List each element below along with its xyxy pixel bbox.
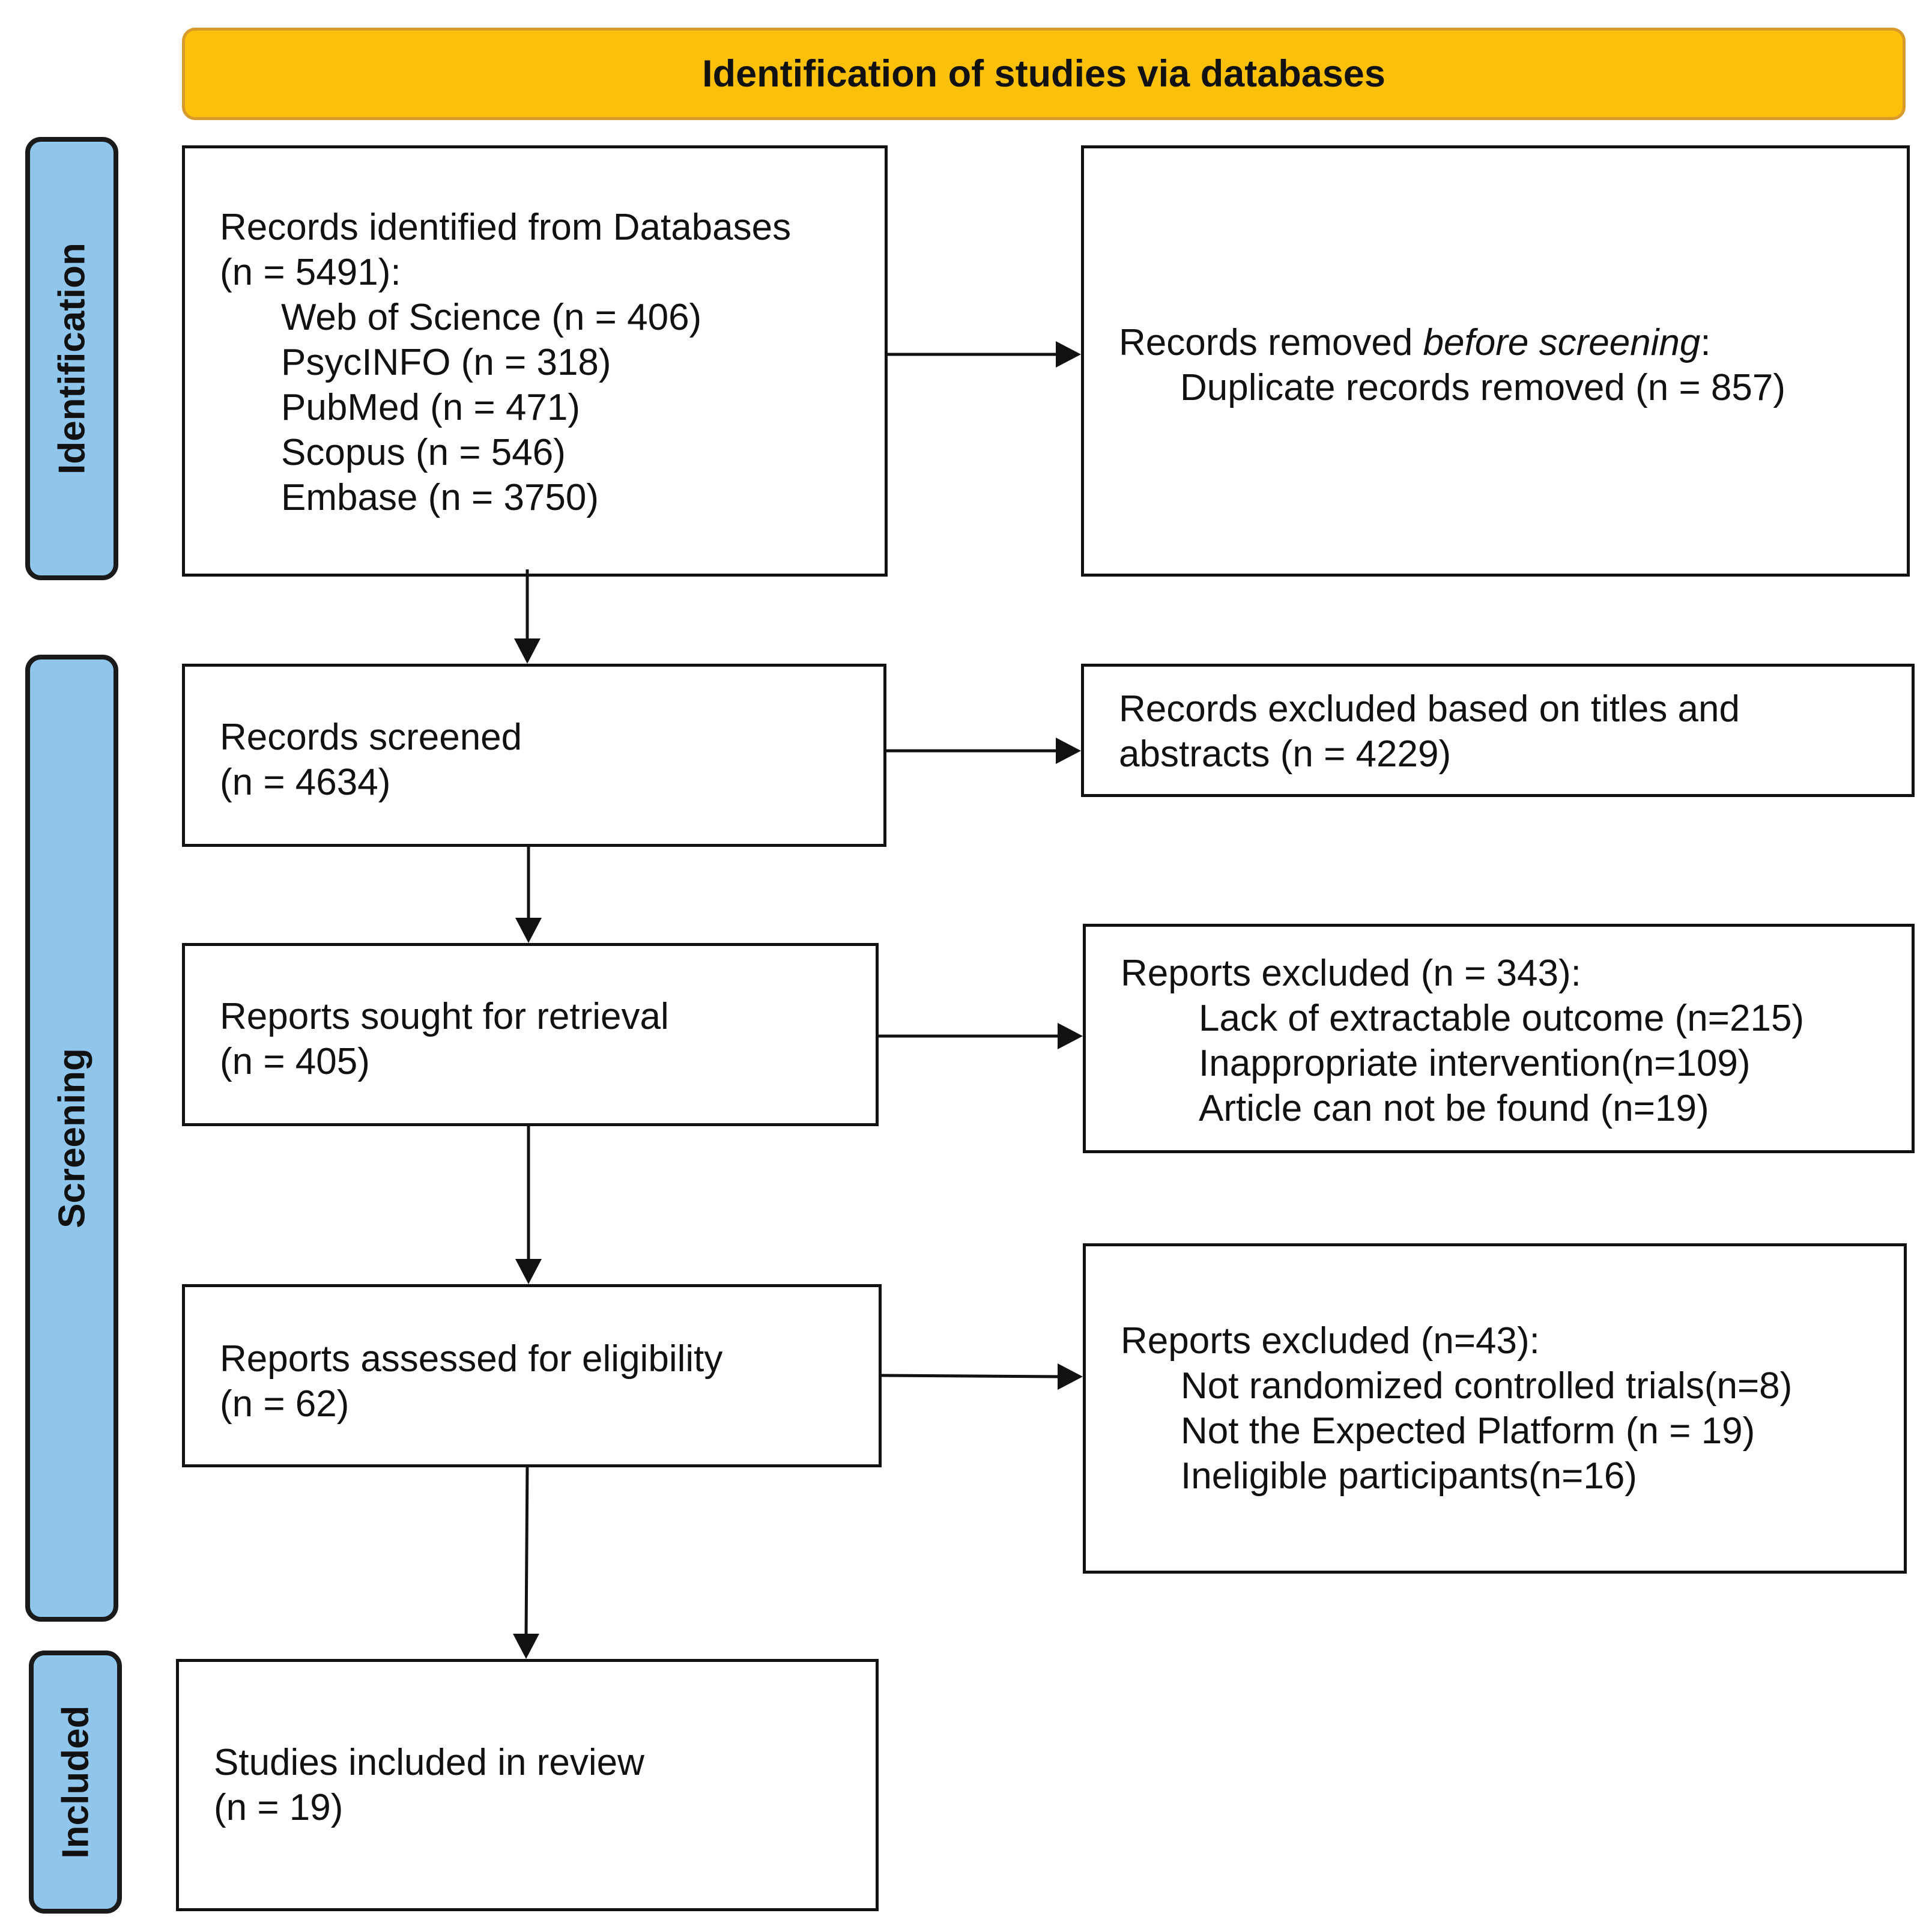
duplicate-records-removed: Duplicate records removed (n = 857): [1180, 367, 1785, 408]
records-removed-suffix: :: [1700, 322, 1711, 363]
source-scopus: Scopus (n = 546): [281, 432, 566, 473]
source-web-of-science: Web of Science (n = 406): [281, 297, 702, 338]
records-removed-emphasis: before screening: [1423, 322, 1701, 363]
studies-included-box: Studies included in review (n = 19): [176, 1659, 879, 1911]
records-screened-title: Records screened: [220, 717, 522, 758]
records-removed-box: Records removed before screening: Duplic…: [1081, 145, 1910, 577]
source-embase: Embase (n = 3750): [281, 477, 599, 518]
reports-assessed-title: Reports assessed for eligibility: [220, 1338, 723, 1380]
records-identified-count: (n = 5491):: [220, 252, 401, 293]
reports-excluded-eligibility-box: Reports excluded (n=43): Not randomized …: [1083, 1243, 1907, 1574]
reason-inappropriate-intervention: Inappropriate intervention(n=109): [1199, 1043, 1751, 1084]
reports-sought-box: Reports sought for retrieval (n = 405): [182, 943, 879, 1126]
records-screened-box: Records screened (n = 4634): [182, 664, 886, 847]
reports-excluded-header: Reports excluded (n = 343):: [1121, 953, 1581, 994]
records-screened-count: (n = 4634): [220, 762, 391, 803]
phase-identification: Identification: [25, 137, 118, 580]
reports-assessed-box: Reports assessed for eligibility (n = 62…: [182, 1284, 882, 1467]
reason-ineligible-participants: Ineligible participants(n=16): [1181, 1455, 1637, 1497]
banner-title: Identification of studies via databases: [702, 53, 1385, 95]
records-removed-title: Records removed before screening:: [1119, 320, 1907, 365]
phase-screening: Screening: [25, 655, 118, 1622]
reason-lack-of-extractable-outcome: Lack of extractable outcome (n=215): [1199, 998, 1805, 1039]
reason-article-not-found: Article can not be found (n=19): [1199, 1088, 1709, 1129]
records-excluded-title-line2: abstracts (n = 4229): [1119, 733, 1452, 775]
reason-not-rct: Not randomized controlled trials(n=8): [1181, 1365, 1793, 1407]
reports-sought-title: Reports sought for retrieval: [220, 996, 669, 1037]
phase-included: Included: [29, 1651, 122, 1914]
records-identified-title: Records identified from Databases: [220, 207, 792, 248]
reason-not-expected-platform: Not the Expected Platform (n = 19): [1181, 1410, 1755, 1452]
reports-assessed-count: (n = 62): [220, 1383, 350, 1425]
studies-included-count: (n = 19): [214, 1787, 344, 1828]
records-excluded-titles-box: Records excluded based on titles and abs…: [1081, 664, 1915, 797]
source-pubmed: PubMed (n = 471): [281, 387, 581, 428]
arrow-assessed-to-included: [524, 1464, 529, 1635]
studies-included-title: Studies included in review: [214, 1742, 644, 1783]
source-psycinfo: PsycINFO (n = 318): [281, 342, 611, 383]
banner-identification-of-studies: Identification of studies via databases: [182, 28, 1906, 120]
eligibility-excluded-header: Reports excluded (n=43):: [1121, 1320, 1540, 1362]
records-identified-box: Records identified from Databases (n = 5…: [182, 145, 888, 577]
arrow-assessed-to-excluded: [881, 1374, 1058, 1378]
reports-sought-count: (n = 405): [220, 1041, 370, 1082]
records-removed-prefix: Records removed: [1119, 322, 1423, 363]
reports-excluded-box: Reports excluded (n = 343): Lack of extr…: [1083, 924, 1915, 1153]
records-excluded-title-line1: Records excluded based on titles and: [1119, 688, 1740, 730]
